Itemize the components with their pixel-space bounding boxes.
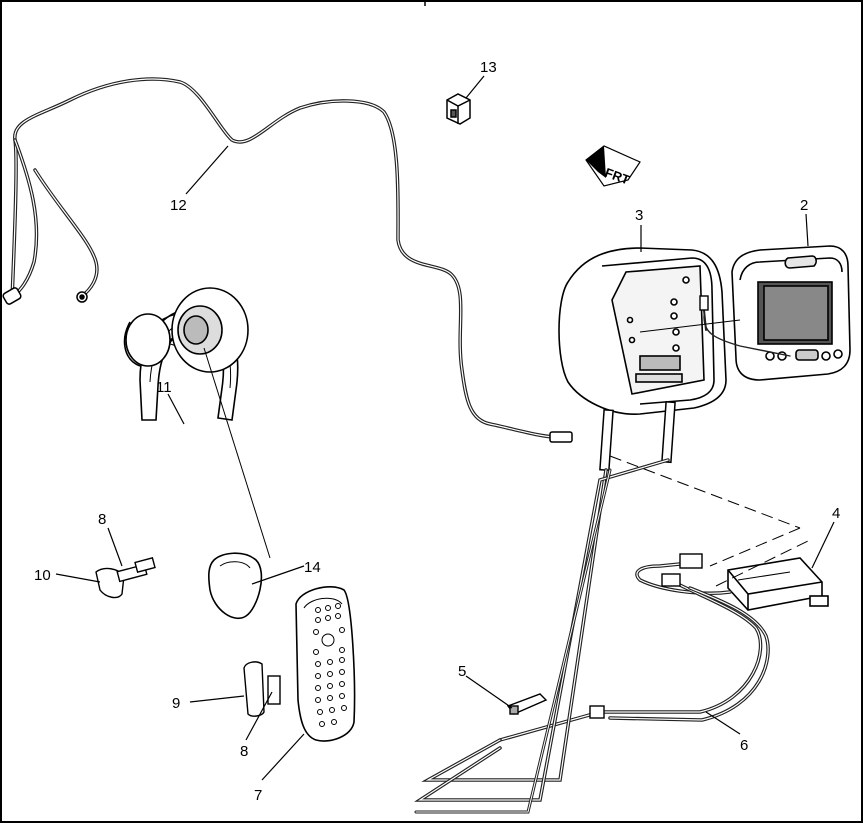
- headrest-video-cable: [414, 458, 670, 814]
- video-wiring-harness: [498, 309, 791, 742]
- headrest-posts: [599, 400, 676, 472]
- cable-connector-pin: [506, 693, 548, 715]
- callout-14: 14: [304, 559, 321, 576]
- callout-6: 6: [740, 737, 748, 754]
- callout-11: 11: [156, 379, 172, 396]
- leader-lines: [55, 75, 835, 781]
- dvd-control-module: [727, 557, 829, 611]
- headphone-ear-pad: [208, 552, 263, 619]
- callout-7: 7: [254, 787, 262, 804]
- remote-control: [295, 586, 356, 742]
- video-display-monitor: [731, 245, 851, 381]
- callout-13: 13: [480, 59, 497, 76]
- harness-connector: [589, 295, 709, 719]
- retainer-clip: [446, 93, 471, 125]
- headphone-battery-door: [95, 556, 156, 599]
- wireless-headphones: [123, 287, 249, 421]
- ear-pad-leader: [203, 347, 271, 559]
- monitor-to-housing-line: [639, 319, 741, 333]
- callout-2: 2: [800, 197, 808, 214]
- callout-10: 10: [34, 567, 51, 584]
- callout-3: 3: [635, 207, 643, 224]
- callout-12: 12: [170, 197, 187, 214]
- callout-9: 9: [172, 695, 180, 712]
- cable-harness: [10, 77, 558, 439]
- alignment-lines: [609, 455, 811, 587]
- callout-4: 4: [832, 505, 840, 522]
- front-direction-marker: FRT: [585, 145, 641, 188]
- callout-8-remote: 8: [240, 743, 248, 760]
- remote-battery-door: [243, 661, 281, 717]
- headrest-housing: [558, 247, 727, 415]
- callout-8-headphones: 8: [98, 511, 106, 528]
- callout-5: 5: [458, 663, 466, 680]
- cable-end-connector: [2, 287, 573, 443]
